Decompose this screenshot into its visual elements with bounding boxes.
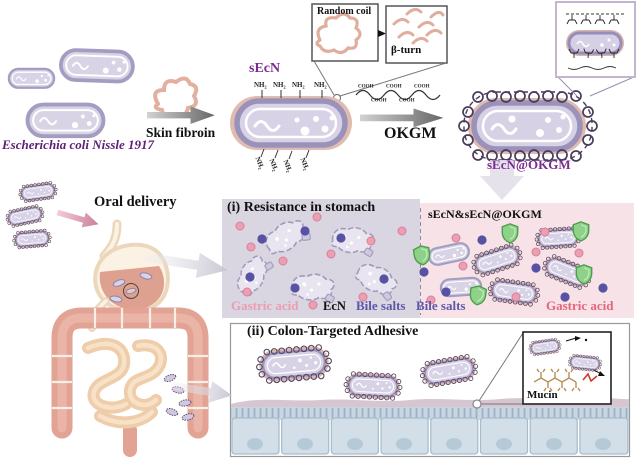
down-arrow-to-panel-i [480, 160, 524, 200]
oral-delivery-label: Oral delivery [94, 194, 177, 210]
secn-okgm-bacterium [458, 90, 598, 162]
panel-i-title: (i) Resistance in stomach [227, 200, 376, 215]
nh2-label: NH₂ [254, 81, 267, 89]
nh2-label: NH₂ [292, 81, 305, 89]
cooh-label: COOH [414, 84, 430, 90]
epithelial-cells [231, 417, 629, 455]
coated-bacteria-trio [3, 179, 60, 251]
amide-bond-inset [555, 1, 636, 97]
skin-fibroin-label: Skin fibroin [146, 125, 216, 140]
panel-i-right-title: sEcN&sEcN@OKGM [428, 207, 542, 221]
cooh-label: COOH [358, 84, 374, 90]
cooh-label: COOH [399, 98, 415, 104]
okgm-polymer [355, 89, 441, 101]
silk-fibroin-blob [153, 76, 199, 119]
secn-bacterium [230, 90, 352, 160]
ecoli-bacteria-group [7, 47, 136, 139]
secn-okgm-label: sEcN@OKGM [487, 157, 571, 172]
beta-turn-label: β-turn [391, 44, 422, 56]
random-coil-label: Random coil [317, 6, 372, 17]
cooh-label: COOH [371, 98, 387, 104]
panel-ii-title: (ii) Colon-Targeted Adhesive [247, 324, 419, 339]
nh2-label: NH₂ [273, 81, 286, 89]
secn-label: sEcN [249, 61, 281, 76]
digestive-tract [51, 219, 209, 457]
nh2-label: NH₂ [314, 81, 327, 89]
legend-bile-salts-right: Bile salts [416, 298, 466, 313]
cooh-label: COOH [386, 84, 402, 90]
legend-gastric-acid-left: Gastric acid [231, 298, 299, 313]
okgm-label: OKGM [384, 125, 437, 142]
ecoli-name-label: Escherichia coli Nissle 1917 [2, 137, 155, 152]
random-coil-inset [311, 3, 448, 102]
mucin-inset [472, 331, 612, 409]
legend-bile-salts-left: Bile salts [356, 298, 406, 313]
mucin-label: Mucin [527, 389, 558, 401]
legend-ecn: EcN [323, 299, 346, 313]
legend-gastric-acid-right: Gastric acid [546, 298, 614, 313]
panel-ii-content [231, 331, 629, 455]
